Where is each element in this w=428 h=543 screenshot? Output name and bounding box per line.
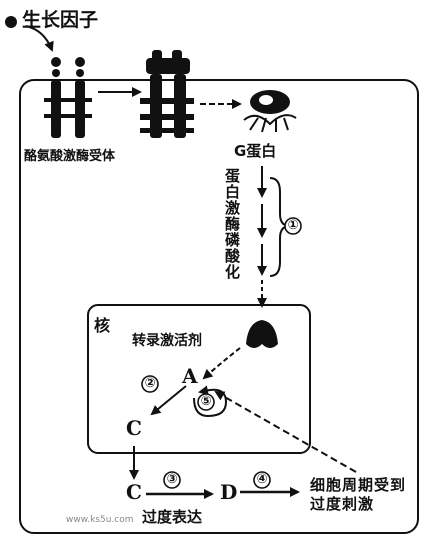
step-3-number: ③: [166, 472, 178, 487]
step-1-number: ①: [287, 218, 299, 233]
receptor-dimer: [140, 50, 194, 138]
step-5-number: ⑤: [200, 394, 212, 409]
activator-to-a-arrow: [202, 347, 241, 380]
g-protein-label: G蛋白: [234, 142, 277, 160]
protein-c-cyto-label: C: [126, 480, 142, 504]
step-3-circle: [163, 471, 181, 489]
growth-factor-arrow: [25, 25, 54, 52]
protein-d-label: D: [220, 480, 238, 504]
feedback-arrow: [214, 391, 357, 473]
step-4-circle: [253, 471, 271, 489]
step-4-number: ④: [256, 472, 268, 487]
phosphorylation-label: 蛋白激酶磷酸化: [223, 168, 241, 280]
overexpression-label: 过度表达: [142, 508, 203, 526]
nucleus-membrane: [87, 304, 311, 454]
gene-a-label: A: [182, 364, 198, 388]
watermark: www.ks5u.com: [66, 515, 134, 525]
growth-factor-label: 生长因子: [22, 9, 99, 31]
g-protein-complex: [243, 90, 297, 133]
nucleus-label: 核: [94, 316, 111, 335]
receptor-monomer: [44, 57, 92, 138]
protein-c-nuclear-label: C: [126, 416, 142, 440]
growth-factor-dot: [5, 16, 17, 28]
cell-membrane: [19, 79, 419, 534]
activator-label: 转录激活剂: [132, 333, 202, 349]
step-5-loop: [193, 385, 228, 418]
step-1-circle: [284, 217, 302, 235]
receptor-label: 酪氨酸激酶受体: [24, 149, 116, 164]
step-2-circle: [141, 375, 159, 393]
cell-cycle-label: 细胞周期受到过度刺激: [310, 476, 407, 513]
a-to-c-arrow: [150, 385, 187, 416]
step-5-circle: [197, 393, 215, 411]
transcription-activator: [246, 320, 278, 348]
step-2-number: ②: [144, 376, 156, 391]
